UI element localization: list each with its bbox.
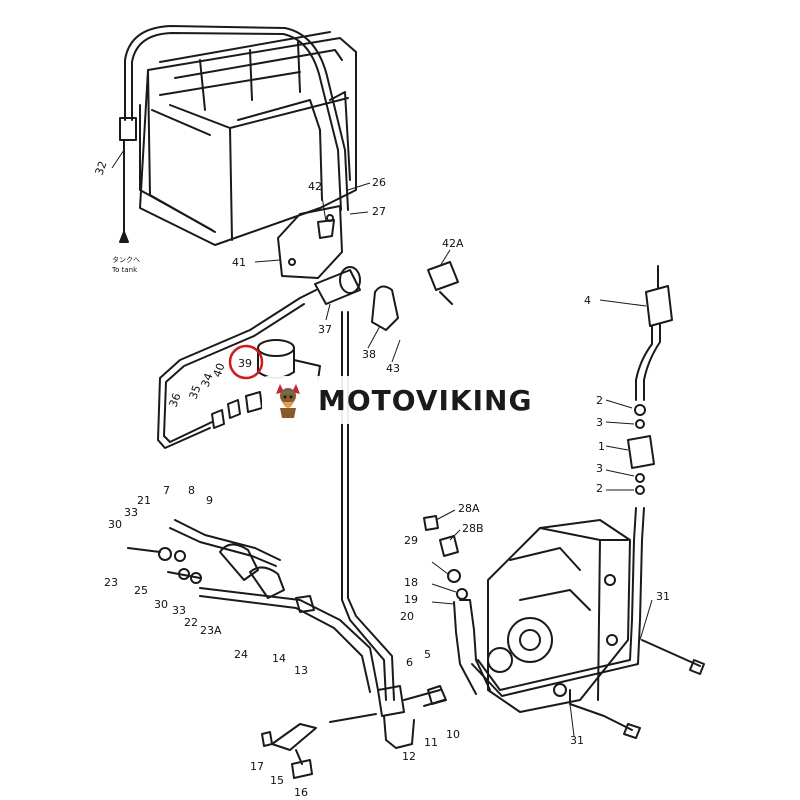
- part-label-9: 9: [206, 494, 213, 507]
- watermark-banner: MOTOVIKING: [262, 376, 536, 424]
- part-label-7: 7: [163, 484, 170, 497]
- part-label-3: 3: [596, 416, 603, 429]
- part-label-39: 39: [238, 357, 252, 370]
- part-label-28b: 28B: [462, 522, 484, 535]
- part-label-2: 2: [596, 482, 603, 495]
- part-label-27: 27: [372, 205, 386, 218]
- part-label-31: 31: [570, 734, 584, 747]
- part-label-42: 42: [308, 180, 322, 193]
- part-label-33: 33: [124, 506, 138, 519]
- part-label-16: 16: [294, 786, 308, 799]
- viking-mascot-icon: [276, 384, 300, 418]
- part-label-22: 22: [184, 616, 198, 629]
- part-label-2: 2: [596, 394, 603, 407]
- part-label-43: 43: [386, 362, 400, 375]
- part-label-35: 35: [187, 383, 204, 401]
- part-label-20: 20: [400, 610, 414, 623]
- part-label-36: 36: [167, 391, 184, 409]
- part-label-25: 25: [134, 584, 148, 597]
- part-label-10: 10: [446, 728, 460, 741]
- part-label-18: 18: [404, 576, 418, 589]
- part-label-14: 14: [272, 652, 286, 665]
- return-pipe: [124, 25, 349, 211]
- part-label-40: 40: [211, 361, 228, 379]
- fuel-tank-drawing: [139, 31, 357, 246]
- part-label-21: 21: [137, 494, 151, 507]
- watermark-text: MOTOVIKING: [318, 383, 533, 417]
- part-label-23: 23: [104, 576, 118, 589]
- part-label-26: 26: [372, 176, 386, 189]
- tank-note-en: To tank: [111, 266, 138, 274]
- part-label-30: 30: [108, 518, 122, 531]
- part-label-5: 5: [424, 648, 431, 661]
- part-label-15: 15: [270, 774, 284, 787]
- part-number-labels: 322627424142A373843394034353642313228A28…: [93, 159, 670, 799]
- part-label-41: 41: [232, 256, 246, 269]
- part-label-11: 11: [424, 736, 438, 749]
- part-label-19: 19: [404, 593, 418, 606]
- part-label-23a: 23A: [200, 624, 222, 637]
- part-label-12: 12: [402, 750, 416, 763]
- part-label-13: 13: [294, 664, 308, 677]
- part-label-34: 34: [199, 371, 216, 389]
- part-label-30: 30: [154, 598, 168, 611]
- part-label-8: 8: [188, 484, 195, 497]
- gear-pump-drawing: [487, 519, 631, 713]
- part-label-17: 17: [250, 760, 264, 773]
- part-label-29: 29: [404, 534, 418, 547]
- part-label-31: 31: [656, 590, 670, 603]
- part-label-38: 38: [362, 348, 376, 361]
- part-label-3: 3: [596, 462, 603, 475]
- part-label-6: 6: [406, 656, 413, 669]
- tank-note-jp: タンクへ: [112, 255, 140, 264]
- part-label-37: 37: [318, 323, 332, 336]
- part-label-32: 32: [93, 159, 110, 177]
- part-label-33: 33: [172, 604, 186, 617]
- part-label-1: 1: [598, 440, 605, 453]
- part-label-4: 4: [584, 294, 591, 307]
- part-label-42a: 42A: [442, 237, 464, 250]
- part-label-24: 24: [234, 648, 248, 661]
- part-label-28a: 28A: [458, 502, 480, 515]
- highlight-circle: [228, 344, 264, 380]
